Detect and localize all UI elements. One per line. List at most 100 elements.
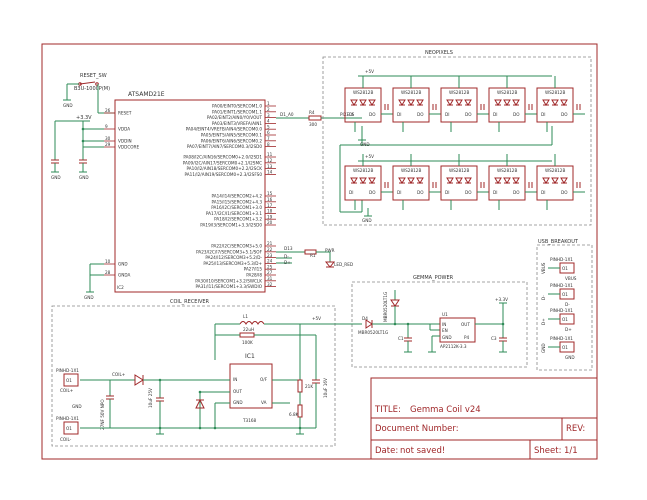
mcu-right-pin: PA30/I10/SERCOM1+3.2/SWCLK [195,278,262,283]
mcu-right-pin: PA18/I2/SERCOM1+3.2 [214,217,262,222]
neopixel-di: DI [541,190,545,195]
mcu-right-pin: PA04/EINT4/VREFB/AIN4/SERCOM0.0 [186,127,263,132]
mcu-name: ATSAMD21E [128,91,165,98]
reset-switch-label: RESET_SW [80,73,107,79]
rev-label: REV: [566,424,585,434]
mcu-right-pin-number: 14 [267,170,273,175]
net-dplus: D+ [284,260,291,265]
net-d1-a0: D1_A0 [280,112,294,117]
usb-breakout-block: USB_BREAKOUT PINHD-1X1O1VBUSVBUSPINHD-1X… [536,239,593,371]
neopixel-do: DO [561,112,568,117]
reset-gnd-label: GND [63,103,73,108]
mcu-right-pin: PA19/I3/SERCOM1+3.3/I2SD0 [200,223,262,228]
svg-text:O1: O1 [66,378,72,383]
neopixel-di: DI [349,190,353,195]
svg-text:GND: GND [233,400,243,405]
mcu-right-pin-number: 13 [267,164,273,169]
neopixels-title: NEOPIXELS [425,50,453,56]
sheet-frame [41,43,598,460]
mcu-right-pin-number: 2 [267,107,270,112]
inductor-value: 22uH [243,327,254,332]
usb-net-label: D+ [541,318,546,325]
neopixel-chip-label: WS2812B [497,168,517,173]
mcu-right-pin: PA09/I2C/AIN17/SERCOM0+2.1/I2SMC [183,160,262,165]
mcu-right-pin-number: 24 [267,259,273,264]
mcu-right-pin-number: 15 [267,191,273,196]
usb-pad-part: PINHD-1X1 [550,283,573,288]
usb-net-label: GND [541,343,546,353]
usb-net-label: VBUS [541,262,546,274]
neopixel-di: DI [541,112,545,117]
usb-pad-part: PINHD-1X1 [550,257,573,262]
mcu-right-pin: PA14/I14/SERCOM2+4.2 [211,194,262,199]
svg-text:O1: O1 [66,426,72,431]
ic1-part: T3168 [242,418,257,423]
neopixel-do: DO [417,112,424,117]
svg-text:GND: GND [360,142,370,147]
sheet-value: 1/1 [564,446,578,456]
coil-receiver-title: COIL_RECEIVER [170,299,210,305]
svg-text:GND: GND [442,335,452,340]
v33-label: +3.3V [76,115,92,121]
mcu-right-pin-number: 5 [267,124,270,129]
neopixel-chip-label: WS2812B [449,90,469,95]
cap-27nf: 27NF 50V NPO [100,399,105,430]
svg-text:+5V: +5V [312,316,321,321]
mcu-right-pin-number: 4 [267,119,270,124]
usb-pad-part: PINHD-1X1 [550,308,573,313]
mcu-left-pin: GNDA [118,273,131,278]
coil-plus-label: COIL+ [60,388,74,393]
mcu-ic2: ATSAMD21E IC2 RESET26VDDA9VDDIN30VDDCORE… [104,91,276,293]
mcu-right-pin: PA15/I15/SERCOM2+4.3 [211,199,262,204]
cap-c1: C1 [398,336,404,341]
mcu-left-pin-number: 9 [105,124,108,129]
resistor-21k: 21K [305,384,313,389]
mcu-left-pin-number: 30 [105,136,111,141]
title-block: TITLE: Gemma Coil v24 Document Number: R… [370,377,598,460]
mcu-right-pin: PA07/EINT7/AIN7/SERCOM0.3/I2SD0 [187,144,263,149]
r4-value: 300 [309,122,317,127]
mcu-right-pin: PA05/EINT5/AIN5/SERCOM0.1 [201,133,263,138]
neopixel-di: DI [397,112,401,117]
resistor-6k8: 6.8K [289,412,299,417]
coil-minus-label: COIL- [60,437,72,442]
mcu-right-pin: PA25/I13/SERCOM3+5.3/D+ [203,261,262,266]
mcu-right-pin: PA10/I2/AIN18/SERCOM0+2.2/I2SCK [187,166,263,171]
mcu-right-pin: PA17/I2C/I1/SERCOM1+3.1 [206,211,262,216]
neopixel-do: DO [513,190,520,195]
neopixel-do: DO [513,112,520,117]
neopixel-chip-label: WS2812B [545,90,565,95]
d4-name: D4 [362,316,368,321]
mcu-right-pin-number: 20 [267,220,273,225]
svg-text:+5V: +5V [365,154,374,159]
svg-text:O1: O1 [562,266,568,271]
cap-10uf-25v: 10uF 25V [148,388,153,408]
document-number-label: Document Number: [375,424,459,434]
neopixel-do: DO [417,190,424,195]
neopixel-chip-label: WS2812B [353,90,373,95]
mcu-left-pin-number: 26 [105,108,111,113]
svg-text:VA: VA [261,400,267,405]
mcu-right-pin-number: 19 [267,214,273,219]
cap-10uf-16v: 10uF 16V [323,378,328,398]
mcu-right-pin-number: 3 [267,113,270,118]
title-value: Gemma Coil v24 [410,405,481,415]
svg-text:IN: IN [233,377,237,382]
svg-text:O1: O1 [562,292,568,297]
svg-text:OUT: OUT [461,322,470,327]
